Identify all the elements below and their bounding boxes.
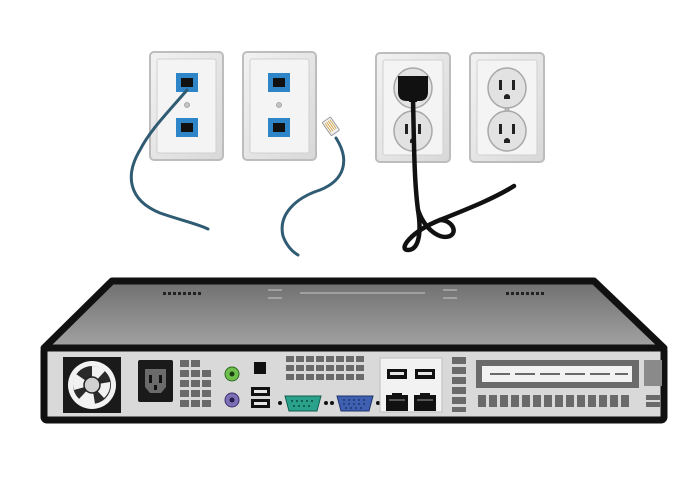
- power-plug[interactable]: [398, 76, 428, 102]
- vent-grid-center: [286, 356, 364, 380]
- ethernet-cable-connected[interactable]: [129, 88, 210, 231]
- vent-column: [452, 357, 466, 412]
- ethernet-jack-bottom[interactable]: [176, 118, 198, 137]
- ethernet-jack-bottom[interactable]: [268, 118, 290, 137]
- screw: [184, 102, 190, 108]
- power-outlet-2: [469, 52, 545, 163]
- ethernet-wall-plate-2: [242, 51, 317, 161]
- id-button[interactable]: [254, 362, 266, 374]
- ps2-mouse-port[interactable]: [224, 366, 240, 382]
- expansion-slot[interactable]: [470, 355, 662, 410]
- vent-grid-left: [180, 360, 211, 407]
- vga-port[interactable]: [330, 395, 380, 412]
- screw: [276, 102, 282, 108]
- ethernet-wall-plate-1: [149, 51, 224, 161]
- ethernet-cable-loose[interactable]: [280, 116, 346, 257]
- rj45-connector[interactable]: [322, 116, 340, 136]
- chassis-top: [40, 277, 668, 352]
- top-vents-left: [163, 292, 201, 295]
- usb-port-3[interactable]: [387, 369, 407, 379]
- ethernet-port-1[interactable]: [386, 393, 408, 411]
- usb-port-4[interactable]: [415, 369, 435, 379]
- top-rail: [268, 289, 457, 299]
- rear-panel: [63, 355, 662, 413]
- serial-port[interactable]: [278, 395, 328, 412]
- outlet-receptacle-bottom[interactable]: [487, 110, 527, 152]
- power-inlet-port[interactable]: [138, 360, 173, 402]
- power-cord[interactable]: [398, 76, 517, 253]
- usb-port-1[interactable]: [251, 387, 270, 396]
- ps2-keyboard-port[interactable]: [224, 392, 240, 408]
- outlet-receptacle-top[interactable]: [487, 67, 527, 109]
- ethernet-jack-top[interactable]: [176, 73, 198, 92]
- ethernet-jack-top[interactable]: [268, 73, 290, 92]
- fan-icon: [63, 357, 121, 413]
- top-vents-right: [506, 292, 544, 295]
- usb-port-2[interactable]: [251, 399, 270, 408]
- ethernet-port-2[interactable]: [414, 393, 436, 411]
